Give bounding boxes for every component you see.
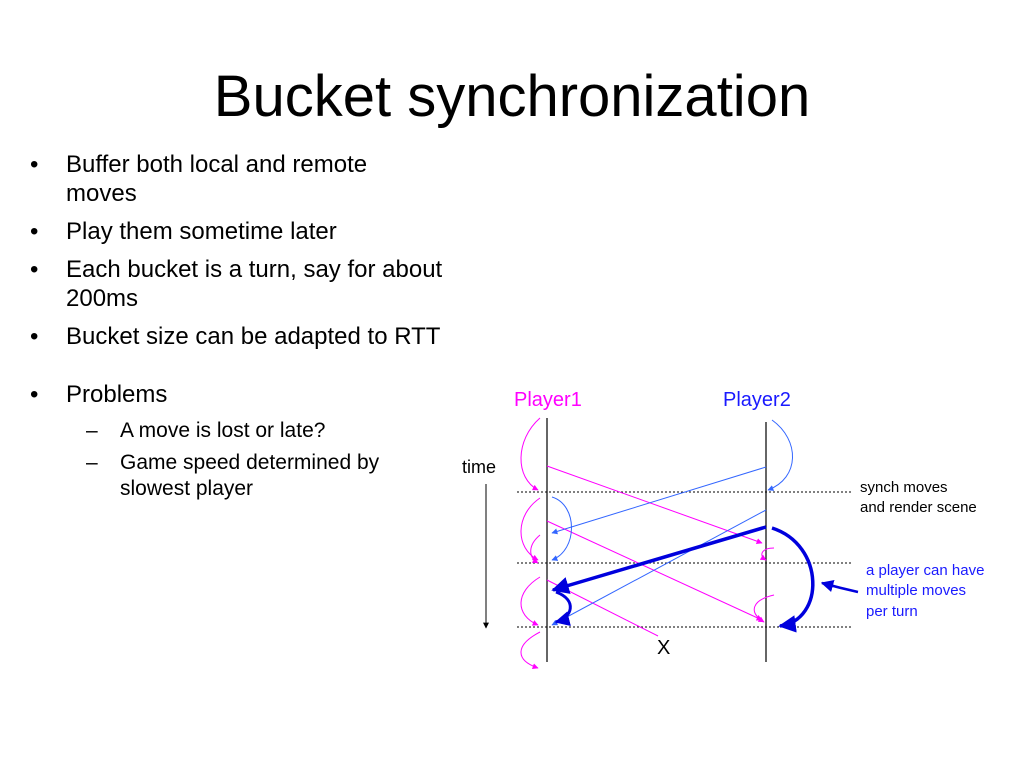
bullet-dot: • [30, 151, 39, 178]
player1-local-loop [520, 631, 541, 670]
sub-bullet-text: A move is lost or late? [120, 419, 326, 442]
multi-move-note: a player can have [866, 562, 984, 579]
player2-message [551, 509, 767, 626]
player1-label: Player1 [514, 389, 582, 411]
player2-label: Player2 [723, 389, 791, 411]
bullet-item: • Each bucket is a turn, say for about 2… [28, 255, 528, 313]
bullet-text: Buffer both local and remote moves [66, 151, 368, 207]
note-pointer-arrow [820, 579, 859, 594]
time-label: time [462, 457, 496, 477]
player2-receive-loop [753, 594, 775, 623]
sub-bullet-dash: – [86, 451, 98, 474]
player2-local-loop [767, 419, 793, 491]
sync-note: and render scene [860, 499, 977, 516]
sub-bullet-item: – Game speed determined by slowest playe… [76, 450, 528, 502]
bullet-dot: • [30, 256, 39, 283]
player2-message [551, 466, 767, 535]
bucket-sync-diagram: Player1 Player2 time synch moves and ren… [462, 389, 984, 670]
bullet-text: Play them sometime later [66, 218, 337, 245]
bullet-text: Bucket size can be adapted to RTT [66, 323, 441, 350]
bullet-dot: • [30, 381, 39, 408]
multi-move-note: multiple moves [866, 582, 966, 599]
bullet-list: • Buffer both local and remote moves • P… [28, 150, 528, 508]
sub-bullet-dash: – [86, 419, 98, 442]
slide-title: Bucket synchronization [213, 64, 811, 129]
player1-local-loop [530, 534, 541, 564]
player1-local-loop [520, 576, 541, 626]
sub-bullet-item: – A move is lost or late? [76, 418, 528, 444]
bullet-dot: • [30, 323, 39, 350]
player1-message [546, 465, 763, 545]
multi-move-loop [771, 526, 815, 633]
player1-receive-loop [551, 496, 572, 561]
bullet-item: • Bucket size can be adapted to RTT [28, 322, 528, 351]
lost-message-marker: X [657, 637, 670, 659]
bullet-text: Each bucket is a turn, say for about 200… [66, 256, 443, 312]
multi-move-note: per turn [866, 603, 918, 620]
multi-move-message [551, 525, 767, 594]
player1-message [546, 520, 763, 621]
multi-move-loop [554, 590, 572, 626]
bullet-dot: • [30, 218, 39, 245]
sync-note: synch moves [860, 479, 948, 496]
sub-bullet-text: Game speed determined by slowest player [120, 451, 380, 500]
bullet-item-problems: • Problems [28, 380, 528, 409]
bullet-text: Problems [66, 381, 168, 408]
player1-local-loop [520, 417, 541, 491]
bullet-item: • Play them sometime later [28, 217, 528, 246]
bullet-item: • Buffer both local and remote moves [28, 150, 528, 208]
player2-receive-loop [759, 547, 775, 561]
